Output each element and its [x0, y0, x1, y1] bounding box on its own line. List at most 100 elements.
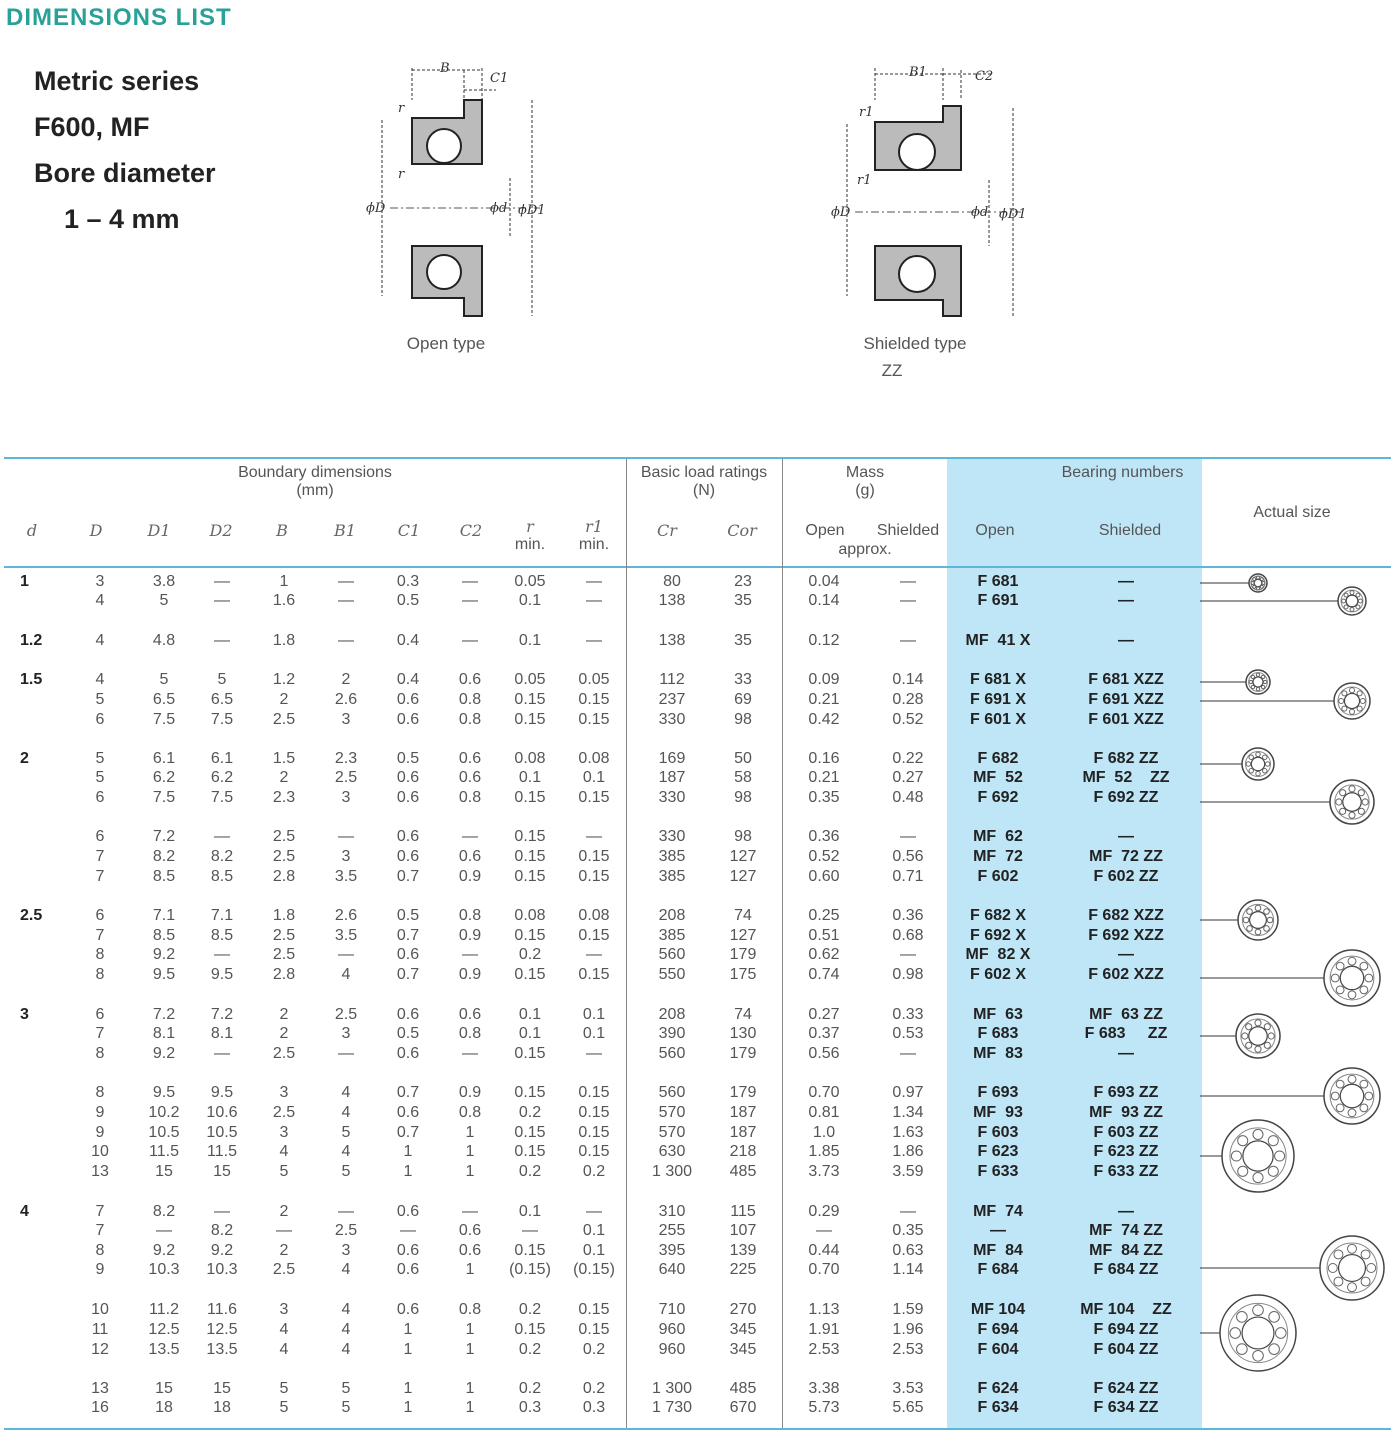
cell-Cor: 345: [729, 1341, 757, 1358]
cell-D2: 10.6: [206, 1104, 238, 1121]
cell-mass-open: 0.70: [808, 1261, 840, 1278]
cell-bn-shielded: —: [1118, 592, 1134, 609]
cell-r1: —: [586, 946, 602, 963]
cell-C1: —: [400, 1222, 416, 1239]
cell-D: 10: [91, 1143, 109, 1160]
cell-D: 9: [95, 1261, 105, 1278]
bearing-size-icon: [1329, 779, 1375, 825]
cell-r1: —: [586, 1203, 602, 1220]
cell-D2: 8.2: [210, 848, 234, 865]
cell-B1: 4: [341, 1104, 351, 1121]
cell-mass-shielded: —: [900, 592, 916, 609]
cell-B1: 3: [341, 711, 351, 728]
table-bottom-rule: [4, 1428, 1391, 1430]
cell-Cr: 960: [658, 1341, 686, 1358]
col-bn-shielded: Shielded: [1098, 522, 1162, 539]
cell-mass-open: 0.16: [808, 750, 840, 767]
cell-mass-shielded: 1.86: [892, 1143, 924, 1160]
cell-C2: 0.6: [458, 848, 482, 865]
cell-Cor: 58: [734, 769, 752, 786]
cell-C1: 1: [403, 1399, 413, 1416]
cell-B: 2: [279, 1006, 289, 1023]
cell-Cor: 98: [734, 828, 752, 845]
cell-r: 0.2: [518, 1104, 542, 1121]
bearing-size-icon: [1219, 1294, 1297, 1372]
cell-D1: 10.3: [148, 1261, 180, 1278]
cell-D: 7: [95, 1025, 105, 1042]
col-Cor: Cor: [727, 521, 757, 540]
cell-mass-shielded: 1.14: [892, 1261, 924, 1278]
cell-Cr: 330: [658, 828, 686, 845]
cell-B: 4: [279, 1321, 289, 1338]
cell-D: 9: [95, 1124, 105, 1141]
cell-B1: 4: [341, 966, 351, 983]
cell-r1: 0.15: [578, 1124, 610, 1141]
col-bn-open: Open: [975, 522, 1015, 539]
label-outer-d: ϕD: [831, 205, 851, 220]
cell-bn-shielded: F 691 XZZ: [1088, 691, 1164, 708]
shielded-type-caption: Shielded type: [863, 334, 967, 353]
cell-B1: 5: [341, 1399, 351, 1416]
cell-Cor: 179: [729, 946, 757, 963]
cell-D2: —: [214, 1203, 230, 1220]
cell-Cr: 330: [658, 789, 686, 806]
cell-bn-shielded: F 684 ZZ: [1093, 1261, 1159, 1278]
divider-load-mass: [782, 459, 783, 1428]
col-d: d: [26, 521, 38, 540]
cell-mass-shielded: 5.65: [892, 1399, 924, 1416]
cell-C1: 0.6: [396, 1301, 420, 1318]
cell-r: 0.15: [514, 1143, 546, 1160]
cell-r: 0.15: [514, 691, 546, 708]
cell-D1: 9.2: [152, 1242, 176, 1259]
cell-mass-shielded: 0.71: [892, 868, 924, 885]
cell-C2: 0.8: [458, 1301, 482, 1318]
cell-D1: 6.2: [152, 769, 176, 786]
cell-bn-shielded: MF 84 ZZ: [1089, 1242, 1163, 1259]
cell-bn-shielded: F 692 ZZ: [1093, 789, 1159, 806]
col-r1: r1 min.: [578, 517, 610, 554]
cell-C2: 1: [465, 1261, 475, 1278]
cell-r1: 0.15: [578, 1301, 610, 1318]
cell-B: 1.5: [272, 750, 296, 767]
cell-bn-shielded: MF 74 ZZ: [1089, 1222, 1163, 1239]
cell-C1: 0.5: [396, 907, 420, 924]
cell-bn-open: MF 104: [970, 1301, 1026, 1318]
col-mass-shielded: Shielded: [876, 522, 940, 539]
cell-r: 0.15: [514, 868, 546, 885]
cell-D1: 8.5: [152, 927, 176, 944]
cell-D: 7: [95, 1222, 105, 1239]
cell-r1: —: [586, 592, 602, 609]
bearing-size-icon: [1333, 682, 1371, 720]
cell-r: 0.05: [514, 671, 546, 688]
cell-D: 13: [91, 1380, 109, 1397]
cell-C2: 0.6: [458, 1222, 482, 1239]
cell-mass-open: 0.29: [808, 1203, 840, 1220]
cell-D: 9: [95, 1104, 105, 1121]
series-line-2: F600, MF: [34, 112, 150, 142]
cell-C1: 0.7: [396, 1084, 420, 1101]
cell-C2: —: [462, 1203, 478, 1220]
cell-bn-shielded: F 634 ZZ: [1093, 1399, 1159, 1416]
cell-B: 2: [279, 691, 289, 708]
cell-B: 3: [279, 1084, 289, 1101]
cell-mass-open: 0.27: [808, 1006, 840, 1023]
cell-D2: 8.5: [210, 927, 234, 944]
cell-Cr: 1 300: [651, 1163, 693, 1180]
cell-D1: 7.1: [152, 907, 176, 924]
cell-C2: —: [462, 946, 478, 963]
cell-D: 6: [95, 1006, 105, 1023]
cell-D2: 10.5: [206, 1124, 238, 1141]
cell-Cr: 208: [658, 1006, 686, 1023]
label-c2: C2: [975, 69, 993, 84]
header-mass: Mass (g): [845, 464, 885, 499]
cell-r: (0.15): [509, 1261, 551, 1278]
cell-D1: 6.1: [152, 750, 176, 767]
cell-bn-shielded: F 601 XZZ: [1088, 711, 1164, 728]
cell-D2: 6.2: [210, 769, 234, 786]
cell-B1: 2.5: [334, 1006, 358, 1023]
cell-bn-open: MF 52: [973, 769, 1023, 786]
cell-r: 0.2: [518, 1163, 542, 1180]
cell-bn-open: —: [990, 1222, 1006, 1239]
cell-D: 4: [95, 632, 105, 649]
cell-r: 0.15: [514, 1045, 546, 1062]
